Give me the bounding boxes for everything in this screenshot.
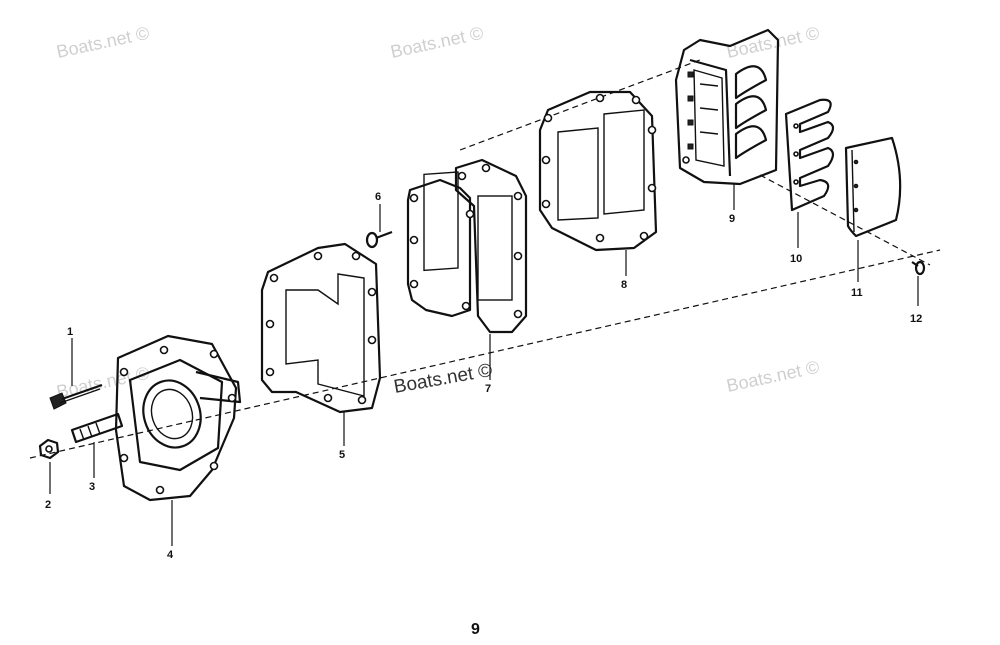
assembly-axis-line-right xyxy=(759,174,931,266)
watermark-layer: Boats.net © Boats.net © Boats.net © Boat… xyxy=(55,23,821,402)
part-7-reed-plate xyxy=(406,158,528,334)
callout-3: 3 xyxy=(89,481,95,493)
page-number: 9 xyxy=(471,621,480,638)
part-12-screw xyxy=(911,260,926,276)
part-4-adapter-housing xyxy=(114,334,242,502)
watermark: Boats.net © xyxy=(389,23,485,62)
callout-7: 7 xyxy=(485,383,491,395)
part-5-gasket xyxy=(260,242,382,414)
part-8-gasket xyxy=(538,90,658,252)
callout-2: 2 xyxy=(45,499,51,511)
part-3-stud xyxy=(70,412,124,444)
callout-11: 11 xyxy=(851,287,863,299)
leader-lines xyxy=(49,184,919,546)
part-6-screw xyxy=(365,230,393,249)
assembly-axis-line-upper xyxy=(459,59,701,151)
callout-4: 4 xyxy=(167,549,174,561)
callout-10: 10 xyxy=(790,253,802,265)
callout-8: 8 xyxy=(621,279,627,291)
callout-1: 1 xyxy=(67,326,73,338)
watermark: Boats.net © xyxy=(55,23,151,62)
part-10-reed-petals xyxy=(784,98,835,212)
watermark-main: Boats.net © xyxy=(392,360,494,398)
part-9-reed-block xyxy=(674,28,780,186)
callout-12: 12 xyxy=(910,313,922,325)
callout-6: 6 xyxy=(375,191,381,203)
callout-9: 9 xyxy=(729,213,735,225)
part-1-screw xyxy=(49,383,103,410)
part-11-reed-stop xyxy=(844,136,902,238)
part-2-nut xyxy=(38,438,60,460)
callout-labels: 1 2 3 4 5 6 7 8 9 10 11 12 xyxy=(45,191,922,561)
watermark: Boats.net © xyxy=(725,357,821,396)
callout-5: 5 xyxy=(339,449,345,461)
assembly-axis-line xyxy=(29,249,941,459)
